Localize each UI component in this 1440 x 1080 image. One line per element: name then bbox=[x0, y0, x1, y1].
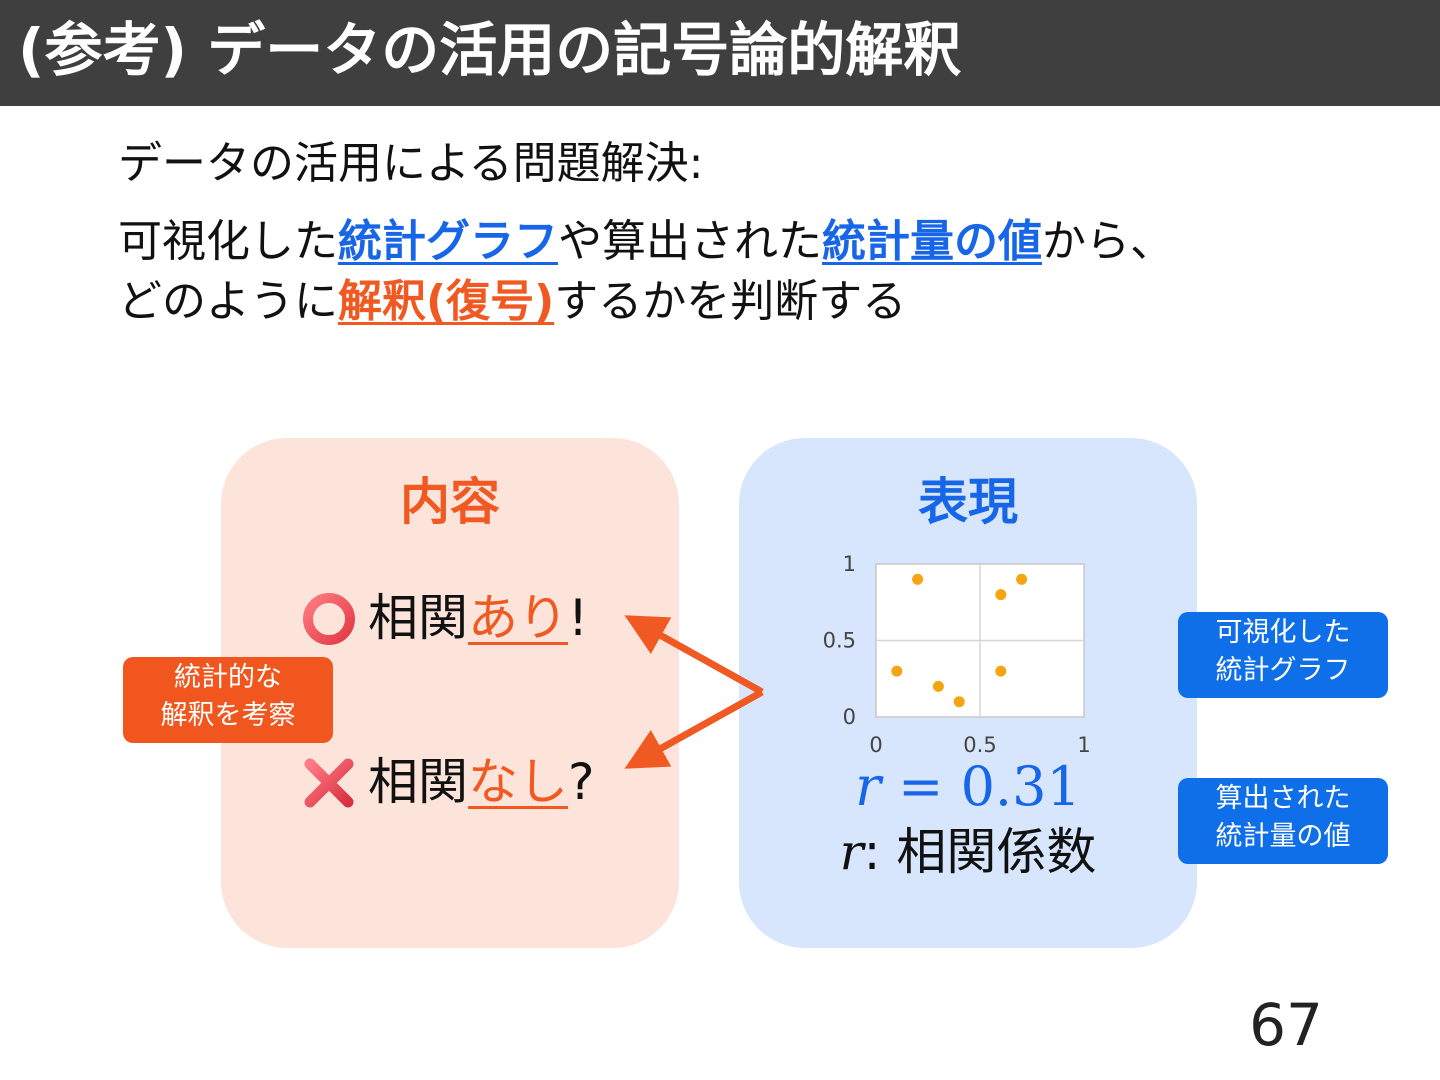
y-tick-label: 0 bbox=[843, 705, 856, 729]
r-equals-value: = 0.31 bbox=[881, 755, 1081, 818]
correlation-yes-suffix: ! bbox=[568, 589, 589, 647]
callout-right-top-line-2: 統計グラフ bbox=[1215, 655, 1351, 686]
correlation-no-word: なし bbox=[468, 753, 568, 811]
intro-line-1: データの活用による問題解決: bbox=[118, 138, 704, 189]
scatter-point bbox=[912, 573, 924, 585]
y-tick-label: 1 bbox=[843, 552, 856, 576]
correlation-no-text: 相関なし? bbox=[368, 750, 595, 814]
r-symbol: r bbox=[855, 755, 881, 818]
scatter-point bbox=[953, 696, 965, 708]
visualized-graph-callout: 可視化した 統計グラフ bbox=[1178, 612, 1388, 698]
intro-line-2-part-3: から、 bbox=[1042, 216, 1174, 267]
callout-left-line-2: 解釈を考察 bbox=[160, 700, 296, 731]
r-symbol-label: r bbox=[839, 823, 864, 881]
computed-statistic-callout: 算出された 統計量の値 bbox=[1178, 778, 1388, 864]
statistic-value-link: 統計量の値 bbox=[822, 216, 1042, 267]
intro-line-3: どのように解釈(復号)するかを判断する bbox=[118, 274, 906, 330]
y-tick-label: 0.5 bbox=[823, 629, 856, 653]
callout-right-top-line-1: 可視化した bbox=[1215, 617, 1351, 648]
arrow-to-correlation-yes bbox=[624, 615, 764, 696]
scatter-points bbox=[891, 573, 1028, 708]
scatter-point bbox=[995, 589, 1007, 601]
x-tick-label: 0.5 bbox=[963, 733, 996, 757]
statistical-graph-link: 統計グラフ bbox=[338, 216, 558, 267]
circle-icon bbox=[303, 593, 355, 645]
arrow-to-correlation-no bbox=[624, 688, 764, 769]
correlation-yes-word: あり bbox=[468, 589, 568, 647]
x-tick-label: 1 bbox=[1077, 733, 1090, 757]
intro-line-2-part-2: や算出された bbox=[558, 216, 822, 267]
callout-right-bottom-line-1: 算出された bbox=[1215, 783, 1351, 814]
intro-line-2: 可視化した統計グラフや算出された統計量の値から、 bbox=[118, 214, 1174, 270]
x-tick-label: 0 bbox=[869, 733, 882, 757]
representation-panel-title: 表現 bbox=[918, 473, 1018, 531]
intro-line-2-part-1: 可視化した bbox=[118, 216, 338, 267]
correlation-no-prefix: 相関 bbox=[368, 753, 468, 811]
intro-line-3-part-1: どのように bbox=[118, 276, 338, 327]
page-number: 67 bbox=[1249, 991, 1323, 1059]
content-panel-title: 内容 bbox=[400, 473, 500, 531]
correlation-value: r = 0.31 bbox=[739, 754, 1197, 820]
r-description: : 相関係数 bbox=[863, 823, 1097, 881]
callout-left-line-1: 統計的な bbox=[174, 662, 282, 693]
callout-right-bottom-line-2: 統計量の値 bbox=[1215, 821, 1351, 852]
statistical-interpretation-callout: 統計的な 解釈を考察 bbox=[123, 657, 333, 743]
scatter-point bbox=[1016, 573, 1028, 585]
intro-line-3-part-2: するかを判断する bbox=[554, 276, 907, 327]
cross-icon bbox=[304, 758, 354, 808]
correlation-yes-prefix: 相関 bbox=[368, 589, 468, 647]
slide-title: (参考) データの活用の記号論的解釈 bbox=[18, 16, 962, 84]
interpretation-highlight: 解釈(復号) bbox=[338, 276, 555, 327]
correlation-no-suffix: ? bbox=[568, 753, 595, 811]
correlation-coefficient-label: r: 相関係数 bbox=[739, 820, 1197, 884]
scatter-point bbox=[932, 680, 944, 692]
title-bar: (参考) データの活用の記号論的解釈 bbox=[0, 0, 1440, 106]
scatter-point bbox=[995, 665, 1007, 677]
correlation-yes-text: 相関あり! bbox=[368, 586, 588, 650]
scatter-point bbox=[891, 665, 903, 677]
y-axis-ticks: 00.51 bbox=[823, 552, 856, 729]
